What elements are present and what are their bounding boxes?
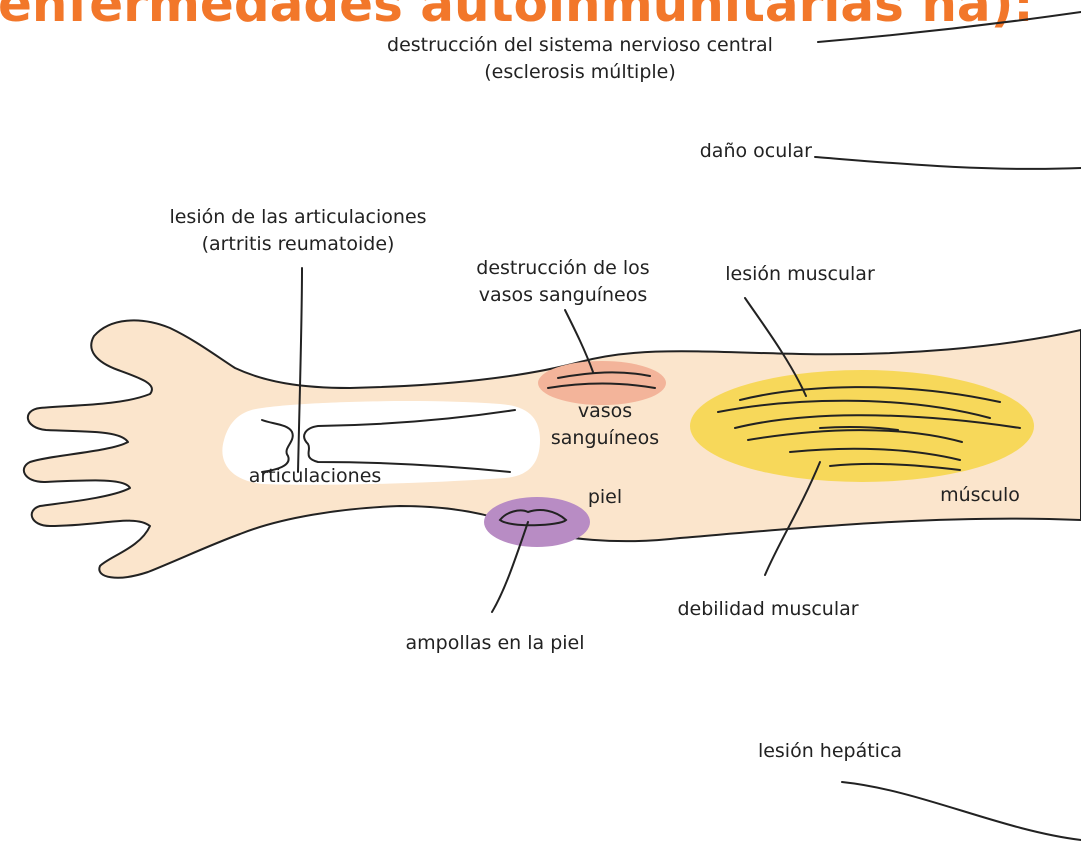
label-vessels-line2: sanguíneos xyxy=(545,425,665,452)
label-blisters-text: ampollas en la piel xyxy=(375,630,615,657)
label-joints-text: articulaciones xyxy=(225,463,405,490)
label-cns-line1: destrucción del sistema nervioso central xyxy=(300,32,860,59)
label-muscle-damage-text: lesión muscular xyxy=(690,261,910,288)
label-muscle-weakness: debilidad muscular xyxy=(648,596,888,623)
label-liver: lesión hepática xyxy=(730,738,930,765)
label-vessels: vasos sanguíneos xyxy=(545,398,665,452)
label-muscle-weakness-text: debilidad muscular xyxy=(648,596,888,623)
label-liver-text: lesión hepática xyxy=(730,738,930,765)
label-joint-damage-line2: (artritis reumatoide) xyxy=(148,231,448,258)
label-vessel-destruction-line1: destrucción de los xyxy=(448,255,678,282)
label-joint-damage-line1: lesión de las articulaciones xyxy=(148,204,448,231)
label-muscle-damage: lesión muscular xyxy=(690,261,910,288)
leader-liver xyxy=(842,782,1081,840)
label-muscle-text: músculo xyxy=(920,482,1040,509)
label-vessel-destruction: destrucción de los vasos sanguíneos xyxy=(448,255,678,309)
label-skin: piel xyxy=(570,484,640,511)
label-vessel-destruction-line2: vasos sanguíneos xyxy=(448,282,678,309)
label-cns-line2: (esclerosis múltiple) xyxy=(300,59,860,86)
label-muscle: músculo xyxy=(920,482,1040,509)
label-skin-text: piel xyxy=(570,484,640,511)
label-eye: daño ocular xyxy=(632,138,812,165)
label-eye-text: daño ocular xyxy=(632,138,812,165)
label-cns: destrucción del sistema nervioso central… xyxy=(300,32,860,86)
label-joints: articulaciones xyxy=(225,463,405,490)
label-blisters: ampollas en la piel xyxy=(375,630,615,657)
label-joint-damage: lesión de las articulaciones (artritis r… xyxy=(148,204,448,258)
label-vessels-line1: vasos xyxy=(545,398,665,425)
leader-eye xyxy=(815,157,1081,169)
